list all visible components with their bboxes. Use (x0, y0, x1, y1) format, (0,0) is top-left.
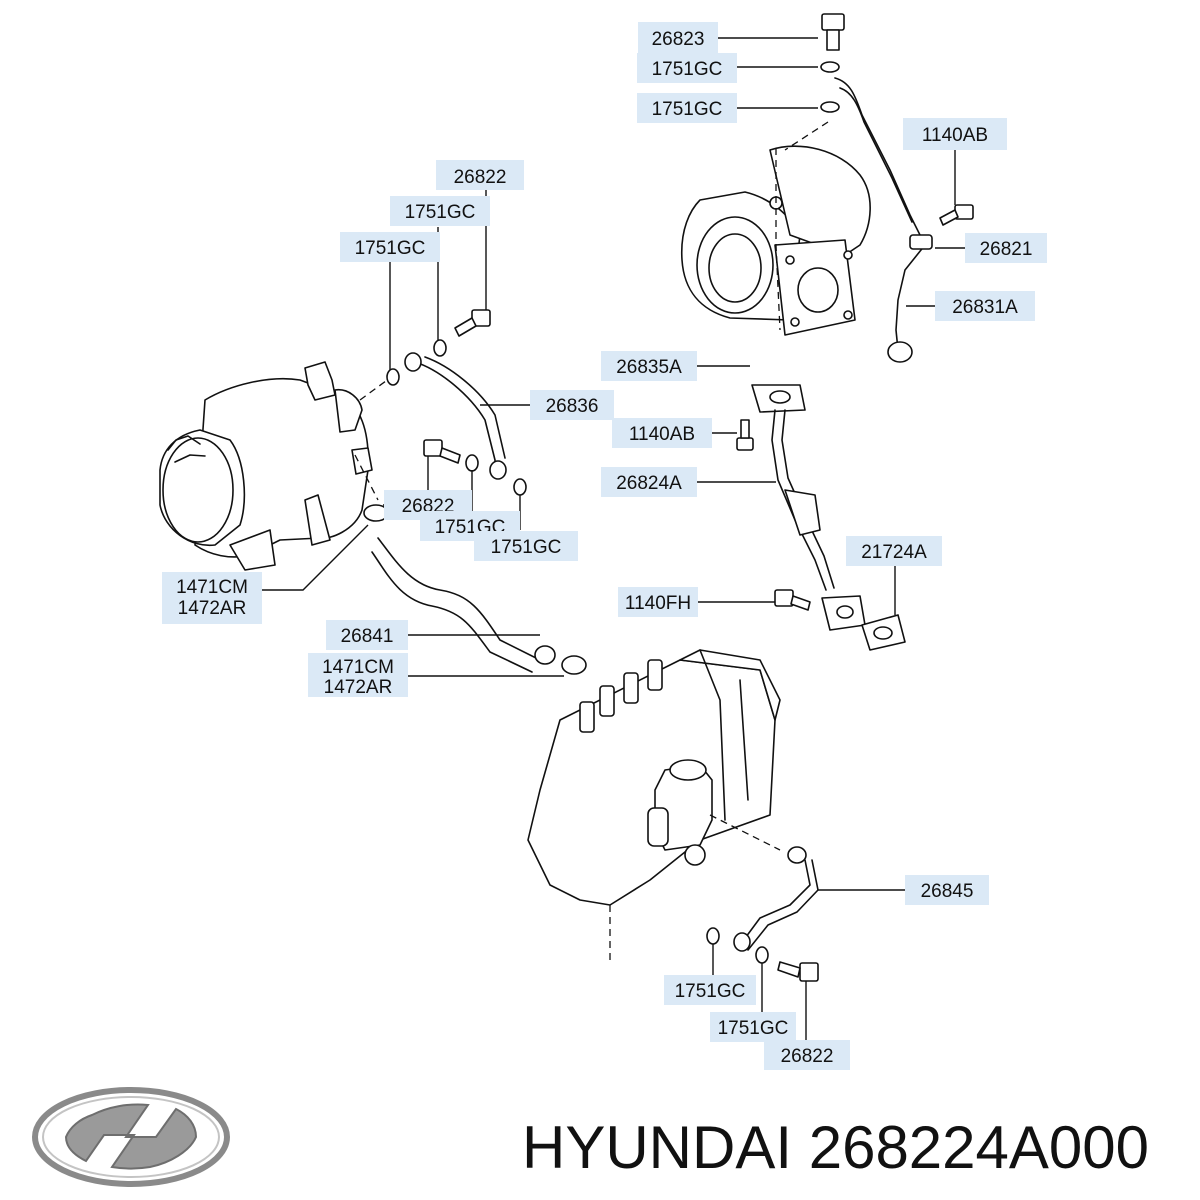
part-number: 1472AR (178, 598, 247, 619)
washer-1751gc (513, 478, 527, 496)
part-number: 1140AB (629, 424, 695, 445)
callout-1471cm: 1471CM 1472AR (308, 653, 408, 698)
callout-1751gc: 1751GC (664, 975, 756, 1005)
part-number: 26836 (546, 396, 599, 417)
part-number: 1751GC (405, 202, 476, 223)
pipe-26824a (771, 409, 827, 591)
callout-26841: 26841 (326, 620, 408, 650)
washer-1751gc (755, 946, 769, 964)
part-number: 26845 (921, 881, 974, 902)
callout-1471cm: 1471CM 1472AR (162, 572, 262, 624)
part-number: 26835A (616, 357, 682, 378)
washer-1751gc (465, 454, 479, 472)
alternator (159, 361, 373, 571)
part-number: 1471CM (322, 657, 394, 678)
callout-26831a: 26831A (935, 291, 1035, 321)
callout-26823: 26823 (638, 22, 718, 54)
injection-pump (527, 649, 781, 906)
part-number: 26824A (616, 473, 682, 494)
part-number: 1751GC (355, 238, 426, 259)
part-number: 1472AR (324, 677, 393, 698)
bolt-1140ab (736, 419, 754, 451)
callout-1140ab: 1140AB (612, 418, 712, 448)
hose-26841 (377, 537, 541, 661)
part-number: 1751GC (652, 59, 723, 80)
callout-1751gc: 1751GC (474, 531, 578, 561)
callout-1140fh: 1140FH (618, 587, 698, 617)
callout-1751gc: 1751GC (637, 93, 737, 123)
washer-1751gc (820, 61, 840, 73)
callout-21724a: 21724A (846, 536, 942, 566)
callout-26821: 26821 (965, 233, 1047, 263)
callout-1751gc: 1751GC (637, 53, 737, 83)
pipe-clamp (909, 234, 933, 250)
bolt-1140fh (774, 589, 811, 611)
part-number: 1751GC (652, 99, 723, 120)
bolt-26822 (777, 961, 819, 982)
part-number: 1751GC (718, 1018, 789, 1039)
bolt-1140ab (939, 204, 974, 226)
callout-1751gc: 1751GC (340, 232, 440, 262)
part-number: 1751GC (675, 981, 746, 1002)
part-number: 1140FH (625, 593, 691, 614)
part-caption: HYUNDAI 268224A000 (522, 1114, 1150, 1181)
washer-1751gc (386, 368, 400, 386)
pipe-26845 (739, 859, 811, 946)
part-number: 26822 (454, 167, 507, 188)
bolt-26822 (454, 309, 491, 337)
callout-1751gc: 1751GC (390, 196, 490, 226)
part-number: 26823 (652, 29, 705, 50)
callout-26824a: 26824A (601, 467, 697, 497)
callout-26822: 26822 (436, 160, 524, 190)
callout-26836: 26836 (530, 390, 614, 420)
hose-clamp-2 (561, 655, 587, 675)
pipe-26836 (414, 361, 496, 471)
callout-26845: 26845 (905, 875, 989, 905)
part-number: 21724A (861, 542, 927, 563)
callout-1751gc: 1751GC (710, 1012, 796, 1042)
part-number: 1140AB (922, 125, 988, 146)
callout-26822: 26822 (764, 1040, 850, 1070)
part-number: 1471CM (176, 577, 248, 598)
turbocharger (680, 145, 871, 336)
washer-1751gc (706, 927, 720, 945)
hyundai-logo (32, 1087, 230, 1187)
bolt-26822 (423, 439, 461, 464)
part-number: 26831A (952, 297, 1018, 318)
part-number: 1751GC (491, 537, 562, 558)
callout-1140ab: 1140AB (903, 118, 1007, 150)
part-number: 26821 (980, 239, 1033, 260)
washer-1751gc (433, 339, 447, 357)
callout-26835a: 26835A (601, 351, 697, 381)
part-number: 26841 (341, 626, 394, 647)
part-number: 26822 (781, 1046, 834, 1067)
bolt-26823 (821, 13, 845, 51)
washer-1751gc (820, 101, 840, 113)
